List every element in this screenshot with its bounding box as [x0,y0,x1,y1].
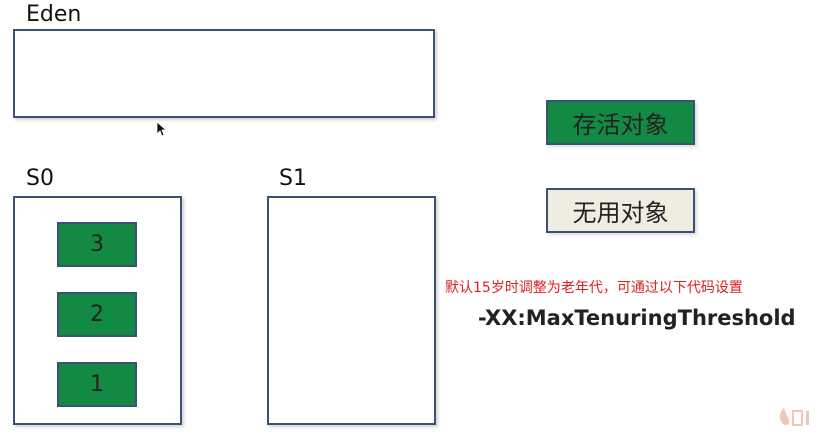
mouse-cursor-icon [156,121,168,141]
tenuring-note: 默认15岁时调整为老年代，可通过以下代码设置 [445,280,743,296]
legend-live-object: 存活对象 [546,100,695,145]
s1-region [267,196,436,425]
s0-label: S0 [26,166,54,191]
imooc-logo-icon [776,405,816,434]
eden-region [13,29,435,118]
s1-label: S1 [279,166,307,191]
eden-label: Eden [26,2,82,27]
legend-dead-object: 无用对象 [546,188,695,233]
s0-object-1: 1 [57,362,137,407]
jvm-flag: -XX:MaxTenuringThreshold [478,306,796,330]
s0-object-2: 2 [57,292,137,337]
s0-object-3: 3 [57,222,137,267]
